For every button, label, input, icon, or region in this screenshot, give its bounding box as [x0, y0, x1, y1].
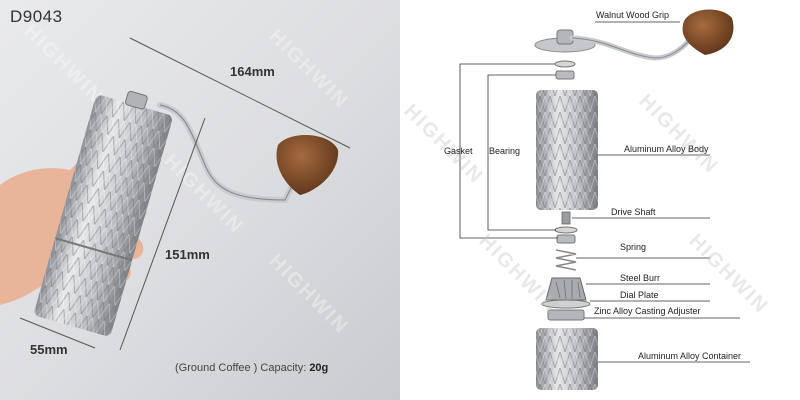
label-dial-plate: Dial Plate: [620, 290, 659, 300]
width-dimension: 55mm: [30, 342, 68, 357]
model-number: D9043: [10, 7, 63, 26]
walnut-grip: [682, 9, 734, 56]
height-dimension: 151mm: [165, 247, 210, 262]
label-gasket: Gasket: [444, 146, 473, 156]
zinc-adjuster: [547, 309, 585, 321]
label-spring: Spring: [620, 242, 647, 252]
dim-line-width: [19, 317, 96, 349]
exploded-view-illustration: [459, 9, 750, 390]
label-adjuster: Zinc Alloy Casting Adjuster: [594, 306, 701, 316]
label-container: Aluminum Alloy Container: [638, 351, 742, 361]
drive-shaft: [561, 211, 571, 225]
spring: [555, 249, 577, 271]
label-bearing: Bearing: [489, 146, 521, 156]
walnut-knob: [276, 134, 339, 195]
capacity-text: (Ground Coffee ) Capacity: 20g: [175, 362, 328, 374]
exploded-diagram-panel: HIGHWIN HIGHWIN HIGHWIN HIGHWIN Walnut W…: [400, 0, 800, 400]
dim-line-height: [119, 117, 206, 351]
dial-plate: [541, 299, 591, 309]
label-body: Aluminum Alloy Body: [624, 144, 709, 154]
grinder-photo-illustration: [0, 37, 351, 351]
top-gasket: [554, 60, 576, 68]
label-walnut-grip: Walnut Wood Grip: [596, 10, 670, 20]
label-steel-burr: Steel Burr: [620, 273, 661, 283]
capacity-value: 20g: [309, 362, 329, 374]
lower-bearing: [556, 234, 576, 244]
lower-gasket: [554, 226, 578, 234]
length-dimension: 164mm: [230, 64, 275, 79]
dim-line-length: [129, 37, 351, 149]
label-drive-shaft: Drive Shaft: [611, 207, 656, 217]
callout-lines: [459, 21, 750, 363]
product-photo-panel: HIGHWIN HIGHWIN HIGHWIN HIGHWIN D9043 16…: [0, 0, 400, 400]
capacity-label: (Ground Coffee ) Capacity:: [175, 362, 310, 374]
top-bearing: [555, 70, 575, 80]
